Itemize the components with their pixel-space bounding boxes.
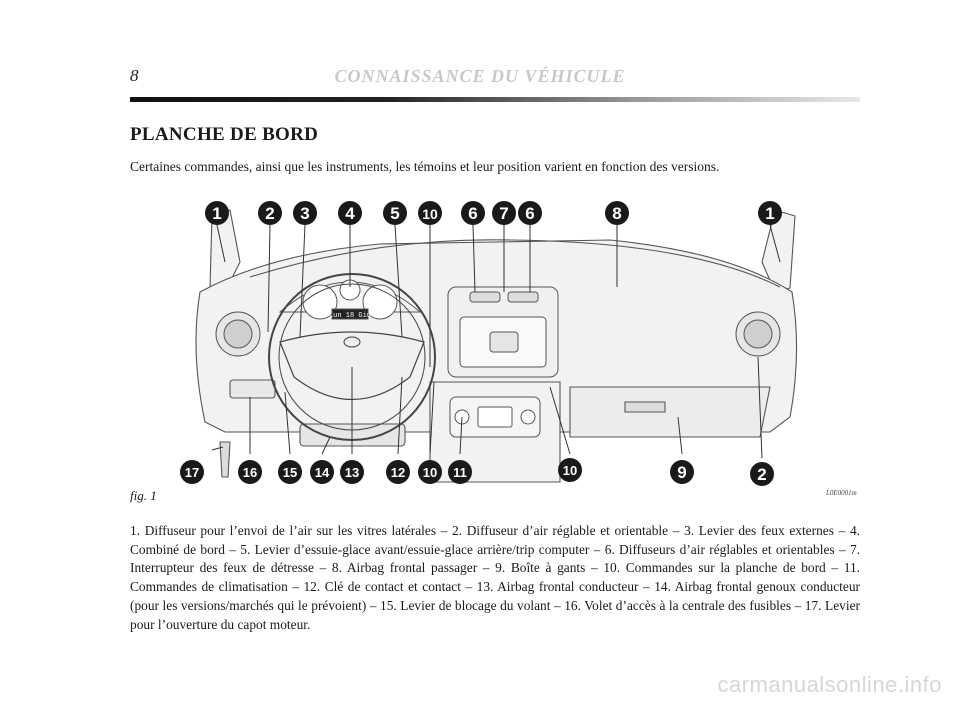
hood-lever <box>219 441 231 478</box>
header-rule <box>130 97 860 102</box>
svg-text:7: 7 <box>499 204 508 223</box>
svg-text:4: 4 <box>345 204 355 223</box>
svg-text:6: 6 <box>525 204 534 223</box>
svg-text:13: 13 <box>345 465 359 480</box>
svg-text:3: 3 <box>300 204 309 223</box>
callout-bottom-13: 13 <box>340 460 364 484</box>
callout-bottom-11: 11 <box>448 460 472 484</box>
callout-bottom-10b: 10 <box>558 458 582 482</box>
callout-top-7: 7 <box>492 201 516 225</box>
leader-lines <box>211 224 781 459</box>
dashboard-top-curve <box>249 239 781 288</box>
steering-wheel-logo <box>343 336 361 348</box>
svg-text:16: 16 <box>243 465 257 480</box>
svg-text:1: 1 <box>212 204 221 223</box>
callout-top-3: 3 <box>293 201 317 225</box>
fuse-box-flap <box>229 379 276 399</box>
callouts-bottom: 17 16 15 14 13 12 10 11 10 9 2 <box>180 458 774 486</box>
watermark: carmanualsonline.info <box>717 672 942 697</box>
dashboard-figure: Lun 18 Giu <box>130 192 860 502</box>
callout-bottom-9: 9 <box>670 460 694 484</box>
callout-top-5: 5 <box>383 201 407 225</box>
center-vent-left <box>469 291 501 303</box>
center-vent-right <box>507 291 539 303</box>
svg-text:5: 5 <box>390 204 399 223</box>
svg-text:2: 2 <box>265 204 274 223</box>
climate-knob-right <box>520 409 536 425</box>
callout-top-8: 8 <box>605 201 629 225</box>
callout-bottom-2: 2 <box>750 462 774 486</box>
svg-text:12: 12 <box>391 465 405 480</box>
svg-text:2: 2 <box>757 465 766 484</box>
svg-text:10: 10 <box>423 465 437 480</box>
svg-text:6: 6 <box>468 204 477 223</box>
section-title: PLANCHE DE BORD <box>130 124 319 145</box>
cluster-display-text: Lun 18 Giu <box>329 312 371 320</box>
running-title: CONNAISSANCE DU VÉHICULE <box>334 66 626 86</box>
svg-text:8: 8 <box>612 204 621 223</box>
air-vent-left-inner <box>223 319 253 349</box>
dashboard-illustration: Lun 18 Giu <box>180 201 798 486</box>
callout-bottom-15: 15 <box>278 460 302 484</box>
svg-text:15: 15 <box>283 465 297 480</box>
cluster-display <box>331 308 369 320</box>
callout-top-4: 4 <box>338 201 362 225</box>
radio-display <box>489 331 519 353</box>
figure-label: fig. 1 <box>130 488 157 503</box>
gauge-left <box>302 284 338 320</box>
callout-top-1b: 1 <box>758 201 782 225</box>
climate-display <box>477 406 513 428</box>
callouts-top: 1 2 3 4 5 10 6 7 6 8 1 <box>205 201 782 225</box>
steering-wheel-hub <box>279 331 425 401</box>
callout-top-6a: 6 <box>461 201 485 225</box>
figure-caption: 1. Diffuseur pour l’envoi de l’air sur l… <box>130 523 860 632</box>
page-number: 8 <box>130 66 139 85</box>
svg-text:10: 10 <box>563 463 577 478</box>
callout-top-6b: 6 <box>518 201 542 225</box>
callout-bottom-16: 16 <box>238 460 262 484</box>
callout-bottom-12: 12 <box>386 460 410 484</box>
svg-text:11: 11 <box>453 465 467 480</box>
callout-top-1: 1 <box>205 201 229 225</box>
callout-bottom-17: 17 <box>180 460 204 484</box>
air-vent-right-inner <box>743 319 773 349</box>
glove-box <box>569 386 771 438</box>
svg-text:10: 10 <box>422 206 438 222</box>
svg-text:14: 14 <box>315 465 330 480</box>
callout-bottom-10a: 10 <box>418 460 442 484</box>
svg-text:1: 1 <box>765 204 774 223</box>
glove-box-handle <box>624 401 666 413</box>
svg-text:9: 9 <box>677 463 686 482</box>
svg-text:17: 17 <box>185 465 199 480</box>
callout-bottom-14: 14 <box>310 460 334 484</box>
figure-code: L0E0001m <box>826 489 857 497</box>
callout-top-2: 2 <box>258 201 282 225</box>
intro-text: Certaines commandes, ainsi que les instr… <box>130 159 720 174</box>
callout-top-10: 10 <box>418 201 442 225</box>
